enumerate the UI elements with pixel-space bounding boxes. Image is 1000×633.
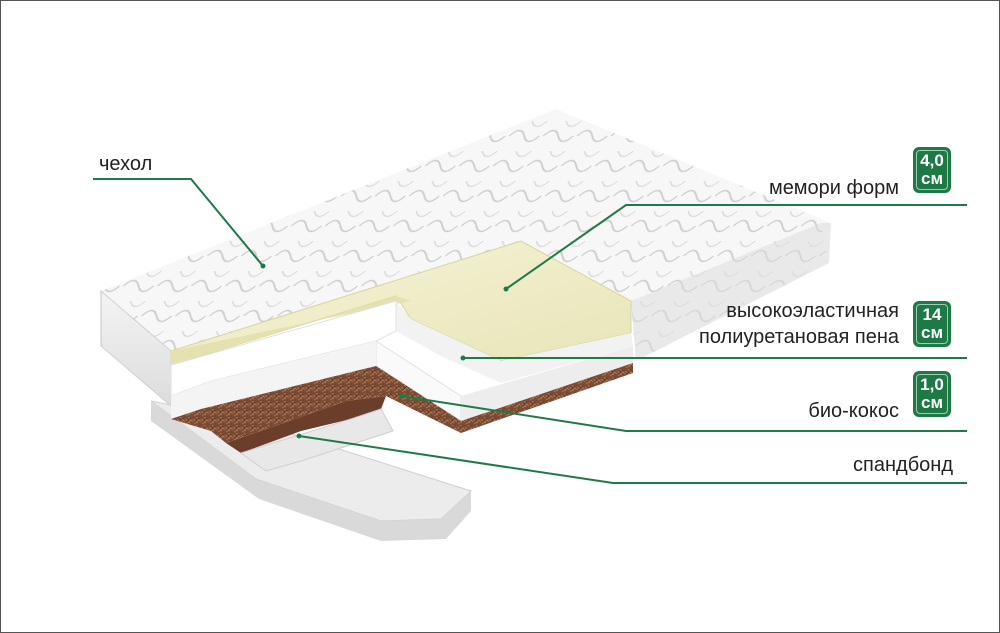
mattress-cover	[100, 109, 831, 408]
badge-memory-value: 4,0	[920, 151, 944, 170]
badge-foam-value: 14	[922, 305, 942, 324]
coconut-layer	[171, 363, 633, 453]
badge-memory-unit: см	[920, 169, 944, 188]
badge-memory-thickness: 4,0 см	[913, 147, 951, 193]
label-coconut: био-кокос	[808, 400, 899, 422]
leader-lines	[93, 178, 967, 484]
leader-line-cover	[93, 178, 264, 267]
badge-coconut-value: 1,0	[920, 375, 944, 394]
hr-foam-layer	[170, 300, 633, 422]
badge-coconut-thickness: 1,0 см	[913, 371, 951, 417]
badge-coconut-unit: см	[920, 393, 944, 412]
spunbond-layer	[239, 408, 394, 472]
label-hr-foam-line1: высокоэластичная	[726, 300, 899, 322]
badge-foam-thickness: 14 см	[913, 301, 951, 347]
leader-dots	[260, 263, 509, 439]
label-memory-foam: мемори форм	[768, 177, 899, 199]
leader-line-memory	[505, 204, 967, 290]
leader-line-spunbond	[298, 435, 967, 484]
badge-foam-unit: см	[920, 323, 944, 342]
label-hr-foam-line2: полиуретановая пена	[699, 326, 899, 348]
label-cover: чехол	[99, 153, 153, 175]
leader-line-coco	[400, 395, 967, 432]
label-spunbond: спандбонд	[853, 454, 953, 476]
